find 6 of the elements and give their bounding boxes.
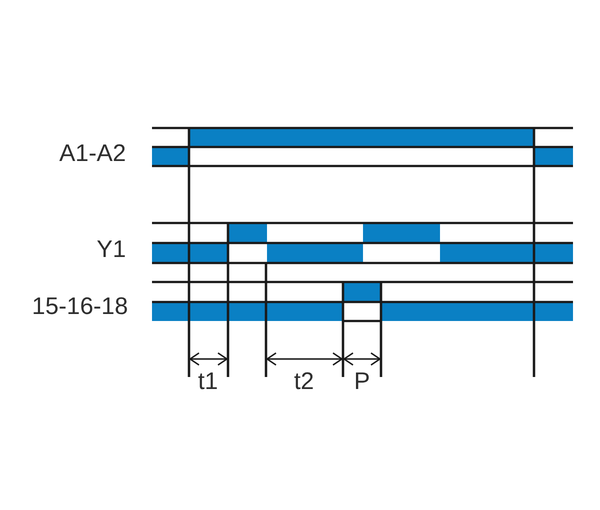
signal-label: A1-A2	[59, 142, 126, 166]
dimension-label: P	[354, 370, 370, 394]
signal-label: Y1	[96, 238, 126, 262]
dimension-label: t2	[294, 370, 314, 394]
signal-label: 15-16-18	[32, 295, 128, 319]
dimension-label: t1	[198, 370, 218, 394]
